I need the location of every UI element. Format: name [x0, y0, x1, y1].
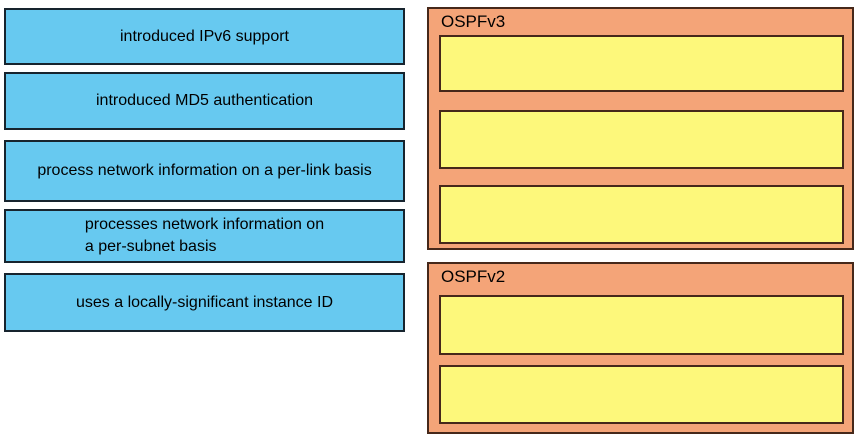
drop-slot-ospfv2-2[interactable]	[439, 365, 844, 424]
source-item-ipv6-support[interactable]: introduced IPv6 support	[4, 8, 405, 65]
source-item-per-link-basis[interactable]: process network information on a per-lin…	[4, 140, 405, 202]
target-group-title: OSPFv2	[441, 267, 506, 286]
source-item-label: processes network information on a per-s…	[84, 216, 325, 255]
drop-slot-ospfv3-1[interactable]	[439, 35, 844, 92]
source-item-per-subnet-basis[interactable]: processes network information on a per-s…	[4, 209, 405, 263]
drop-slot-ospfv3-2[interactable]	[439, 110, 844, 169]
source-item-label: process network information on a per-lin…	[37, 162, 372, 180]
target-group-title: OSPFv3	[441, 12, 506, 31]
source-item-label: uses a locally-significant instance ID	[75, 293, 333, 311]
target-group-ospfv3: OSPFv3	[427, 7, 854, 250]
source-item-label: introduced MD5 authentication	[95, 92, 314, 110]
source-item-label: introduced IPv6 support	[120, 27, 289, 45]
source-item-instance-id[interactable]: uses a locally-significant instance ID	[4, 273, 405, 332]
source-item-md5-authentication[interactable]: introduced MD5 authentication	[4, 72, 405, 130]
drop-slot-ospfv2-1[interactable]	[439, 295, 844, 355]
drop-slot-ospfv3-3[interactable]	[439, 185, 844, 244]
target-group-ospfv2: OSPFv2	[427, 262, 854, 434]
